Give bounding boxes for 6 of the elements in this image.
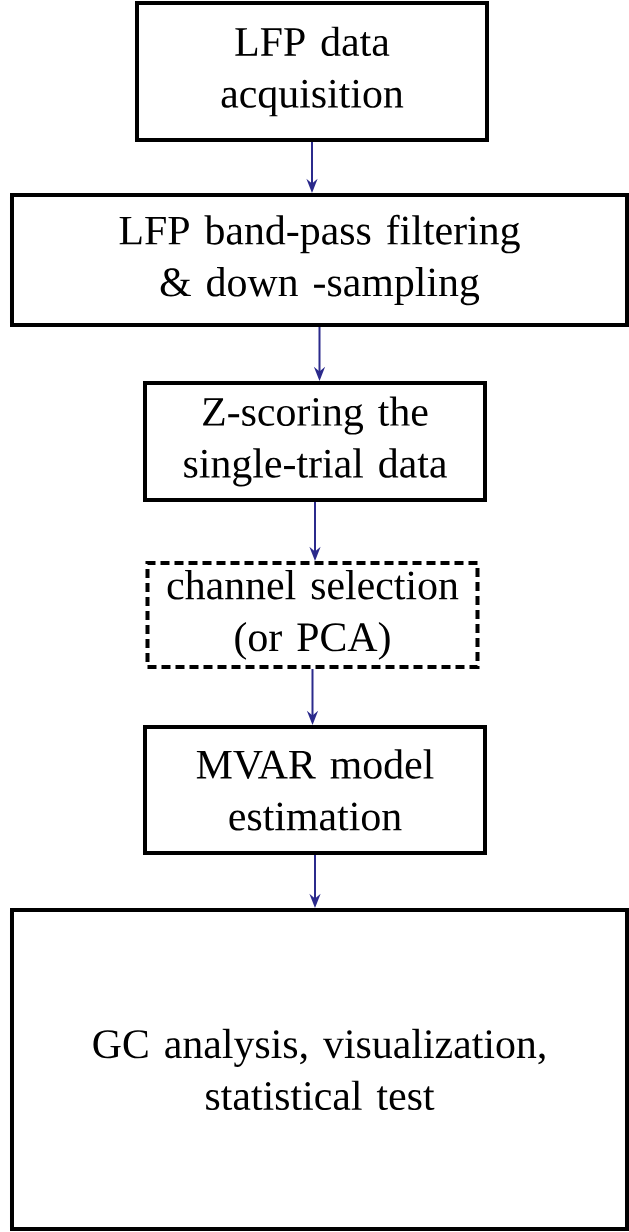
process-box: channel selection (or PCA) [145, 561, 480, 669]
process-box: MVAR model estimation [143, 725, 487, 855]
process-box: LFP data acquisition [135, 1, 489, 142]
process-box: LFP band-pass filtering & down -sampling [10, 193, 629, 327]
process-box: Z-scoring the single-trial data [143, 381, 487, 502]
process-box: GC analysis, visualization, statistical test [10, 908, 629, 1231]
